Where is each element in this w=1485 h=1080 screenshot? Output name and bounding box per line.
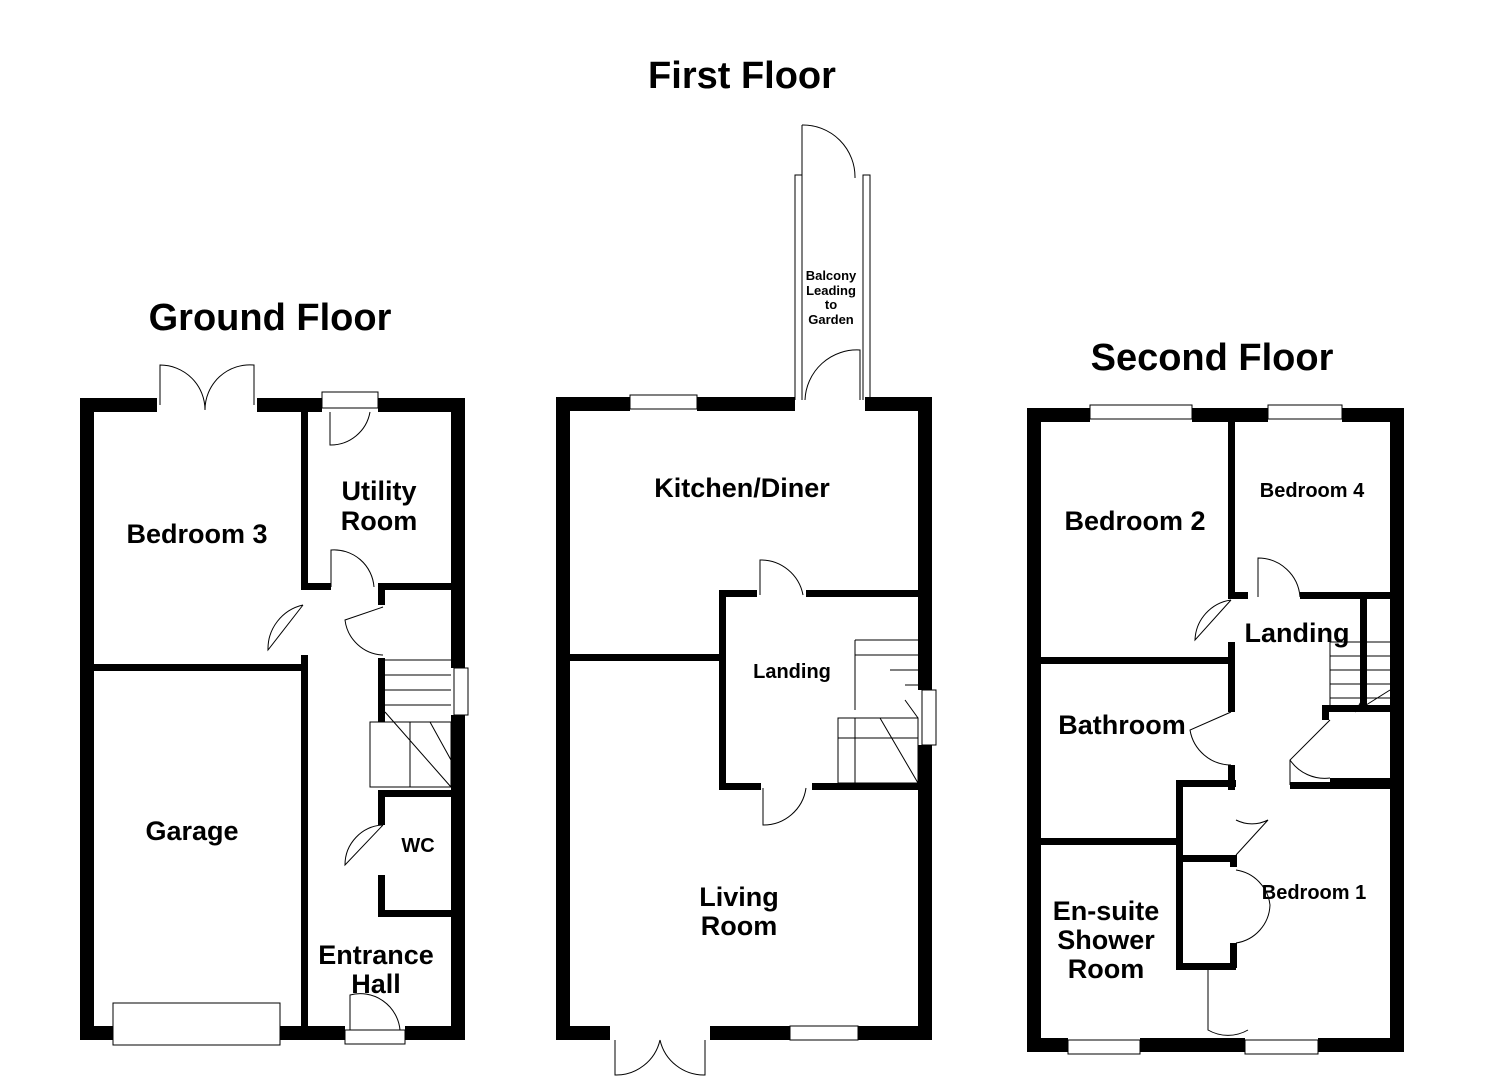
balcony-label-2: Leading [806,283,856,298]
living-window [789,1025,859,1041]
first-staircase [837,639,919,784]
room-label-living-room-1: Living [699,882,779,912]
second-staircase [1329,641,1391,713]
front-door-frame [344,1029,406,1045]
first-floor-title: First Floor [648,55,836,97]
room-label-bathroom: Bathroom [1058,710,1186,740]
landing-window [921,689,937,746]
room-label-wc: WC [401,835,434,857]
balcony-label-3: to [825,297,837,312]
room-label-bedroom-1: Bedroom 1 [1262,882,1366,904]
room-label-garage: Garage [145,816,238,846]
second-floor-title: Second Floor [1091,337,1334,379]
bedroom-2-window [1089,404,1193,420]
hall-window [453,667,469,716]
ground-doors [159,364,401,1031]
first-floor-walls [556,397,932,1040]
ground-floor-walls [80,398,465,1040]
room-label-bedroom-4: Bedroom 4 [1260,480,1365,502]
first-floor-plan: First Floor [556,55,937,1076]
room-label-ensuite-3: Room [1068,954,1145,984]
room-label-bedroom-2: Bedroom 2 [1064,506,1205,536]
room-label-bedroom-3: Bedroom 3 [126,519,267,549]
bedroom-1-window [1244,1039,1319,1055]
ensuite-window [1067,1039,1141,1055]
utility-window [321,391,379,409]
room-label-living-room-2: Room [701,911,778,941]
room-label-kitchen-diner: Kitchen/Diner [654,473,830,503]
second-floor-walls [1027,408,1404,1052]
ground-staircase [369,659,452,788]
kitchen-window [629,394,698,410]
room-label-ensuite-2: Shower [1057,925,1155,955]
balcony-label-4: Garden [808,312,854,327]
balcony [794,124,871,401]
ground-floor-title: Ground Floor [149,297,392,339]
room-label-landing-second: Landing [1245,618,1350,648]
bedroom-4-window [1267,404,1343,420]
first-doors [614,559,807,1076]
room-label-landing: Landing [753,661,831,683]
room-label-entrance-hall-2: Hall [351,969,401,999]
room-label-utility-room-1: Utility [341,476,416,506]
room-label-ensuite-1: En-suite [1053,896,1160,926]
room-label-utility-room-2: Room [341,506,418,536]
room-label-entrance-hall-1: Entrance [318,940,434,970]
ground-floor-plan: Ground Floor [80,297,469,1046]
second-floor-plan: Second Floor [1027,337,1404,1055]
garage-door [112,1002,281,1046]
second-doors [1189,557,1331,1036]
balcony-label-1: Balcony [806,268,857,283]
